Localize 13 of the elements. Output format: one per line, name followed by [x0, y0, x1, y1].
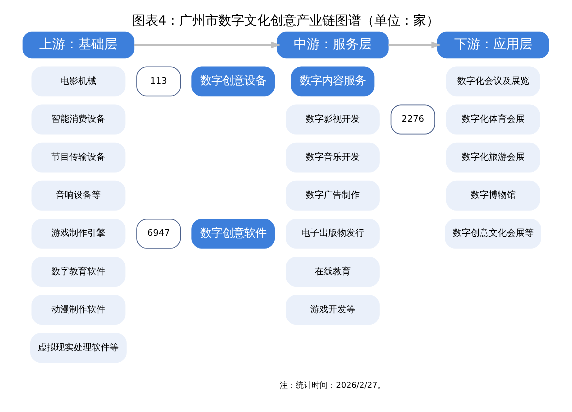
- node-box: 数字内容服务: [291, 66, 375, 97]
- node-box: 数字创意软件: [192, 218, 276, 249]
- diagram-title: 图表4：广州市数字文化创意产业链图谱（单位：家）: [132, 14, 440, 29]
- node-box: 上游：基础层: [22, 32, 135, 59]
- label: 注：统计时间：2026/2/27。: [280, 380, 386, 390]
- arrow: [388, 42, 442, 49]
- node-box: 113: [136, 66, 182, 97]
- node-box: 数字创意设备: [192, 66, 276, 97]
- node-box: 6947: [136, 218, 182, 249]
- node-box: 下游：应用层: [437, 32, 550, 59]
- arrow: [134, 42, 282, 49]
- node-box: 中游：服务层: [277, 32, 389, 59]
- node-box: 2276: [390, 104, 436, 135]
